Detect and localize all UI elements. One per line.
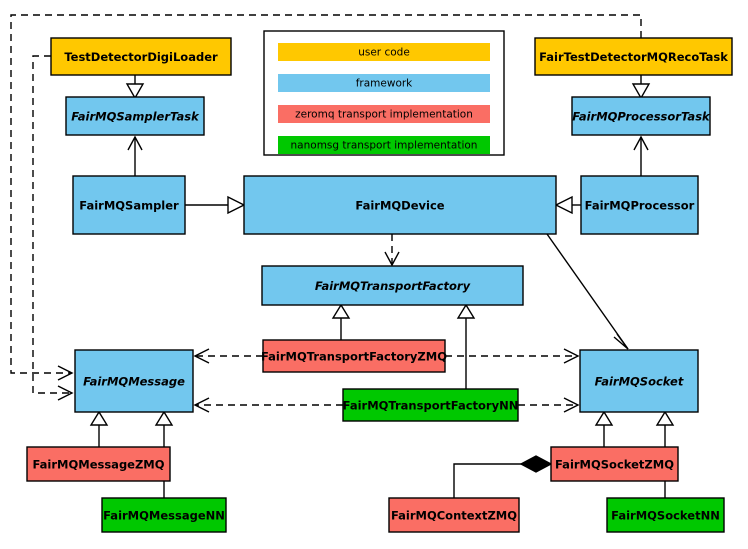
legend-label-nanomsg: nanomsg transport implementation bbox=[291, 140, 478, 152]
edge-sampler-to-samplertask bbox=[127, 135, 143, 176]
legend-swatch-framework bbox=[278, 74, 490, 92]
class-box-fairmqsocketnn[interactable]: FairMQSocketNN bbox=[606, 497, 725, 533]
class-label: FairMQSocket bbox=[595, 375, 684, 389]
class-nodes-layer: TestDetectorDigiLoader FairTestDetectorM… bbox=[26, 37, 733, 533]
class-label: FairMQTransportFactoryZMQ bbox=[261, 350, 447, 364]
class-box-fairmqmessagenn[interactable]: FairMQMessageNN bbox=[101, 497, 227, 533]
edge-device-to-socket bbox=[546, 233, 629, 350]
class-box-fairmqtransportfactoryzmq[interactable]: FairMQTransportFactoryZMQ bbox=[261, 339, 447, 373]
class-box-fairmqmessage[interactable]: FairMQMessage bbox=[74, 349, 194, 413]
edge-device-to-transportfactory bbox=[384, 234, 400, 267]
class-label: FairMQMessage bbox=[83, 375, 185, 389]
edge-digiloader-to-samplertask bbox=[125, 75, 145, 100]
class-label: FairMQSocketZMQ bbox=[555, 458, 674, 472]
edge-contextzmq-to-socketzmq bbox=[453, 455, 553, 498]
class-label: FairMQSamplerTask bbox=[71, 110, 200, 124]
class-label: FairTestDetectorMQRecoTask bbox=[539, 50, 728, 64]
legend-label-user-code: user code bbox=[358, 47, 410, 59]
class-box-testdetectordigiloader[interactable]: TestDetectorDigiLoader bbox=[50, 37, 232, 76]
legend-swatch-nanomsg bbox=[278, 136, 490, 154]
edge-processor-to-processortask bbox=[633, 135, 649, 176]
class-label: FairMQProcessor bbox=[585, 199, 695, 213]
legend-label-framework: framework bbox=[356, 78, 413, 90]
class-label: FairMQSocketNN bbox=[611, 509, 720, 523]
legend-item-user-code: user code bbox=[278, 43, 490, 61]
edge-sampler-to-device bbox=[185, 195, 246, 215]
edge-messagezmq-to-message bbox=[89, 410, 109, 447]
class-box-fairtestdetectormqrecotask[interactable]: FairTestDetectorMQRecoTask bbox=[534, 37, 733, 76]
edge-factorynn-to-socket bbox=[518, 397, 580, 413]
edge-digiloader-to-message bbox=[32, 55, 74, 401]
class-label: FairMQMessageZMQ bbox=[32, 458, 164, 472]
edge-factorynn-to-message bbox=[193, 397, 343, 413]
class-box-fairmqtransportfactory[interactable]: FairMQTransportFactory bbox=[261, 265, 524, 306]
class-label: FairMQTransportFactory bbox=[315, 279, 471, 293]
edge-factoryzmq-to-socket bbox=[445, 348, 580, 364]
edge-factorynn-to-factory bbox=[456, 303, 476, 389]
edge-socketzmq-to-socket bbox=[594, 410, 614, 447]
class-label: FairMQTransportFactoryNN bbox=[343, 399, 519, 413]
class-box-fairmqprocessortask[interactable]: FairMQProcessorTask bbox=[571, 96, 711, 136]
class-box-fairmqtransportfactorynn[interactable]: FairMQTransportFactoryNN bbox=[342, 388, 519, 422]
edge-factoryzmq-to-factory bbox=[331, 303, 351, 340]
class-label: FairMQMessageNN bbox=[103, 509, 225, 523]
legend-label-zeromq: zeromq transport implementation bbox=[295, 109, 473, 121]
class-label: FairMQSampler bbox=[79, 199, 179, 213]
legend: user code framework zeromq transport imp… bbox=[263, 30, 505, 156]
class-box-fairmqsamplertask[interactable]: FairMQSamplerTask bbox=[65, 96, 205, 136]
class-box-fairmqprocessor[interactable]: FairMQProcessor bbox=[580, 175, 699, 235]
class-box-fairmqcontextzmq[interactable]: FairMQContextZMQ bbox=[388, 497, 520, 533]
class-box-fairmqsocket[interactable]: FairMQSocket bbox=[579, 349, 699, 413]
class-label: FairMQProcessorTask bbox=[572, 110, 711, 124]
edge-recotask-to-processortask bbox=[631, 75, 651, 100]
legend-swatch-zeromq bbox=[278, 105, 490, 123]
edge-factoryzmq-to-message bbox=[193, 348, 263, 364]
legend-swatch-user-code bbox=[278, 43, 490, 61]
class-label: TestDetectorDigiLoader bbox=[64, 50, 218, 64]
class-box-fairmqsampler[interactable]: FairMQSampler bbox=[72, 175, 186, 235]
edge-recotask-to-message bbox=[10, 14, 642, 381]
class-box-fairmqdevice[interactable]: FairMQDevice bbox=[243, 175, 557, 235]
legend-item-framework: framework bbox=[278, 74, 490, 92]
class-label: FairMQContextZMQ bbox=[391, 509, 517, 523]
edge-processor-to-device bbox=[554, 195, 581, 215]
edges-layer bbox=[10, 14, 675, 498]
legend-item-nanomsg: nanomsg transport implementation bbox=[278, 136, 490, 154]
class-box-fairmqmessagezmq[interactable]: FairMQMessageZMQ bbox=[26, 446, 171, 482]
class-box-fairmqsocketzmq[interactable]: FairMQSocketZMQ bbox=[550, 446, 679, 482]
class-label: FairMQDevice bbox=[355, 199, 444, 213]
legend-item-zeromq: zeromq transport implementation bbox=[278, 105, 490, 123]
